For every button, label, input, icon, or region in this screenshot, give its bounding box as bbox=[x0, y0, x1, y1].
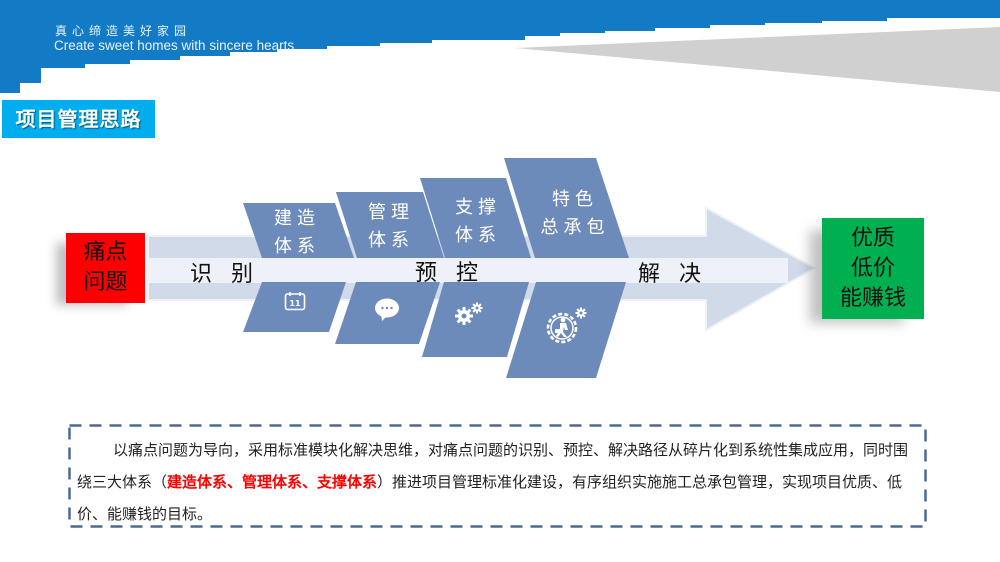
description-part-1: 以痛点问题为导向，采用标准模块化解决思维，对痛点问题的识别、预控、解决路径从碎片… bbox=[77, 441, 909, 491]
system-epc-line-2: 总承包 bbox=[540, 217, 610, 238]
goal-line-2: 低价 bbox=[850, 255, 895, 281]
tile-epc-top[interactable] bbox=[504, 158, 629, 258]
goal-box: 优质 低价 能赚钱 bbox=[822, 218, 924, 319]
slogan-chinese: 真心缔造美好家园 bbox=[55, 24, 192, 38]
slogan-english: Create sweet homes with sincere hearts bbox=[54, 38, 295, 53]
system-support-line-2: 体系 bbox=[455, 225, 501, 246]
header-blue-band bbox=[0, 0, 1000, 93]
system-management-line-2: 体系 bbox=[368, 230, 414, 251]
stage-identify: 识 别 bbox=[190, 262, 259, 287]
tile-construction-bottom[interactable] bbox=[243, 282, 346, 332]
description-box bbox=[68, 424, 927, 528]
system-management-line-1: 管理 bbox=[368, 202, 414, 223]
section-title: 项目管理思路 bbox=[2, 100, 155, 138]
system-management-label: 管理 体系 bbox=[356, 199, 426, 255]
pain-point-box: 痛点 问题 bbox=[66, 233, 145, 303]
header-gray-wedge bbox=[515, 27, 1000, 92]
system-support-line-1: 支撑 bbox=[455, 197, 501, 218]
system-construction-line-2: 体系 bbox=[274, 236, 320, 257]
system-support-label: 支撑 体系 bbox=[443, 194, 513, 250]
svg-text:11: 11 bbox=[289, 299, 301, 308]
pain-point-line-2: 问题 bbox=[83, 270, 128, 295]
tile-support-bottom[interactable] bbox=[422, 282, 529, 357]
system-construction-label: 建造 体系 bbox=[262, 205, 332, 261]
stage-prevent: 预 控 bbox=[415, 261, 484, 286]
tile-support-top[interactable] bbox=[420, 178, 531, 258]
goal-line-1: 优质 bbox=[850, 225, 895, 251]
system-construction-line-1: 建造 bbox=[274, 208, 320, 229]
description-highlight: 建造体系、管理体系、支撑体系 bbox=[167, 473, 378, 491]
system-epc-label: 特色 总承包 bbox=[535, 186, 615, 242]
tile-construction-top[interactable] bbox=[243, 203, 354, 258]
worker-gear-icon bbox=[546, 307, 587, 344]
description-text: 以痛点问题为导向，采用标准模块化解决思维，对痛点问题的识别、预控、解决路径从碎片… bbox=[77, 434, 922, 530]
header-banner bbox=[0, 0, 1000, 93]
arrow-highlight-stripe bbox=[148, 258, 788, 283]
calendar-icon: 11 bbox=[284, 292, 306, 311]
system-epc-line-1: 特色 bbox=[552, 189, 598, 210]
stage-solve: 解 决 bbox=[638, 262, 707, 287]
pain-point-line-1: 痛点 bbox=[83, 240, 128, 265]
goal-line-3: 能赚钱 bbox=[839, 285, 906, 311]
tile-management-top[interactable] bbox=[336, 192, 444, 258]
gears-icon bbox=[455, 302, 483, 325]
description-part-2: ）推进项目管理标准化建设，有序组织实施施工总承包管理，实现项目优质、低价、能赚钱… bbox=[77, 473, 903, 523]
chat-bubble-icon bbox=[375, 298, 399, 321]
